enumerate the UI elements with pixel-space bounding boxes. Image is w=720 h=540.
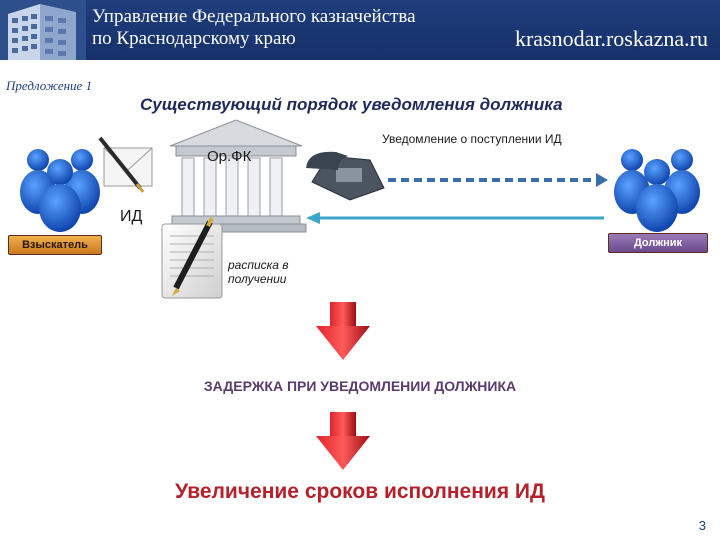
down-arrow-icon xyxy=(316,302,370,360)
building-logo-icon xyxy=(0,0,86,60)
people-icon xyxy=(614,149,700,232)
increase-text: Увеличение сроков исполнения ИД xyxy=(175,480,545,503)
id-label: ИД xyxy=(120,208,143,225)
header-bar xyxy=(0,0,720,60)
notification-arrow xyxy=(388,173,608,187)
document-pen-icon xyxy=(161,217,223,299)
debtor-badge: Должник xyxy=(608,233,708,253)
receipt-label: расписка в получении xyxy=(228,258,289,286)
telephone-icon xyxy=(306,151,385,201)
header-site-link[interactable]: krasnodar.roskazna.ru xyxy=(514,26,708,51)
people-icon xyxy=(20,149,100,232)
creditor-badge: Взыскатель xyxy=(8,235,102,255)
delay-text: ЗАДЕРЖКА ПРИ УВЕДОМЛЕНИИ ДОЛЖНИКА xyxy=(203,378,517,394)
proposal-label: Предложение 1 xyxy=(6,78,93,93)
page-number: 3 xyxy=(698,518,706,533)
bank-building-icon xyxy=(165,119,307,233)
slide-title: Существующий порядок уведомления должник… xyxy=(140,95,563,114)
return-arrow xyxy=(306,212,604,224)
down-arrow-icon xyxy=(316,412,370,470)
header-title: Управление Федерального казначейства по … xyxy=(92,6,416,49)
orfk-label: Ор.ФК xyxy=(207,148,252,165)
notification-label: Уведомление о поступлении ИД xyxy=(382,132,562,146)
letter-pen-icon xyxy=(98,136,153,193)
